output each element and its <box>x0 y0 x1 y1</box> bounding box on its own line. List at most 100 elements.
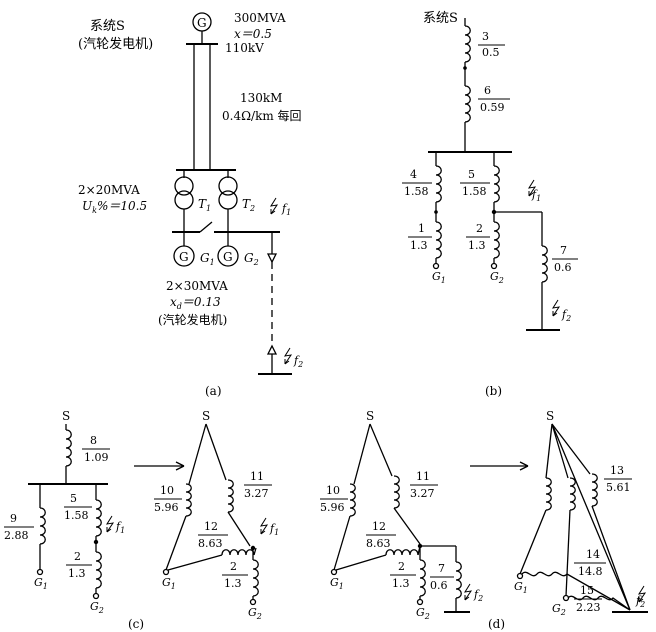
d-right-g2-node <box>562 594 570 602</box>
d-x11-v: 3.27 <box>410 487 435 500</box>
d-x2-n: 2 <box>398 560 405 573</box>
a-t2-label: T2 <box>242 197 255 213</box>
c-caption: (c) <box>128 617 144 631</box>
c-g2-label: G2 <box>90 600 104 615</box>
b-g1-node <box>432 262 440 270</box>
c-x2-v: 1.3 <box>68 567 86 580</box>
b-x6-n: 6 <box>484 84 491 97</box>
d-x10-v: 5.96 <box>320 501 345 514</box>
c-g1-node <box>36 568 44 576</box>
b-g2-node <box>490 262 498 270</box>
d-x15-n: 15 <box>580 584 594 597</box>
d-x15-v: 2.23 <box>576 601 601 614</box>
c-right-x2-n: 2 <box>230 560 237 573</box>
d-right-s-label: S <box>546 409 554 423</box>
a-g2-label: G2 <box>244 251 259 267</box>
d-g2-label: G2 <box>416 606 430 621</box>
a-caption: (a) <box>205 384 222 398</box>
a-bus-voltage: 110kV <box>225 41 264 55</box>
c-right-s-label: S <box>202 409 210 423</box>
d-f2-label: f2 <box>473 588 483 603</box>
a-system-rating: 300MVA <box>234 11 286 25</box>
panel-d: S 10 5.96 11 3.27 G1 12 8.63 2 1.3 G2 7 <box>320 409 648 631</box>
a-gen-rating: 2×30MVA <box>166 279 228 293</box>
c-right-g2-node <box>249 598 257 606</box>
d-right-g1-node <box>516 572 524 580</box>
a-gen-xd: xd＝0.13 <box>170 295 221 311</box>
b-x6-v: 0.59 <box>480 101 505 114</box>
b-x7-v: 0.6 <box>554 261 572 274</box>
d-right-g2-label: G2 <box>552 602 566 617</box>
a-trans-rating: 2×20MVA <box>78 183 140 197</box>
a-line-length: 130kM <box>240 91 282 105</box>
c-right-g1-label: G1 <box>162 576 176 591</box>
d-right-g1-label: G1 <box>514 580 528 595</box>
b-x7-n: 7 <box>560 244 567 257</box>
a-trans-uk: Uk%＝10.5 <box>82 199 147 215</box>
d-x10-n: 10 <box>326 484 340 497</box>
a-t1-label: T1 <box>198 197 211 213</box>
a-system-sub: (汽轮发电机) <box>78 36 153 52</box>
a-f2-label: f2 <box>293 354 303 369</box>
a-g1-icon <box>173 245 195 267</box>
b-x3-v: 0.5 <box>482 46 500 59</box>
a-gen-sub: (汽轮发电机) <box>158 312 227 327</box>
c-right-f1-label: f1 <box>269 522 279 537</box>
d-x13-v: 5.61 <box>606 481 631 494</box>
b-caption: (b) <box>485 384 502 398</box>
d-caption: (d) <box>488 617 505 631</box>
c-x8-v: 1.09 <box>84 451 109 464</box>
c-right-g2-label: G2 <box>248 606 262 621</box>
d-x14-v: 14.8 <box>578 565 603 578</box>
c-x5-n: 5 <box>70 492 77 505</box>
b-x3-n: 3 <box>482 30 489 43</box>
c-x10-v: 5.96 <box>154 501 179 514</box>
b-x5-n: 5 <box>468 168 475 181</box>
svg-text:G: G <box>179 250 189 264</box>
d-g1-label: G1 <box>330 576 344 591</box>
c-right-x2-v: 1.3 <box>224 577 242 590</box>
d-x7-v: 0.6 <box>430 579 448 592</box>
a-g1-label: G1 <box>200 251 215 267</box>
a-system-gen-symbol: G <box>197 16 207 30</box>
c-x10-n: 10 <box>160 484 174 497</box>
b-g1-label: G1 <box>432 270 446 285</box>
c-x12-v: 8.63 <box>198 537 223 550</box>
c-g1-label: G1 <box>34 576 48 591</box>
a-t2-icon <box>218 176 238 196</box>
b-x2-v: 1.3 <box>468 239 486 252</box>
c-x9-n: 9 <box>10 512 17 525</box>
panel-c: S 8 1.09 G1 9 2.88 5 1.58 f1 2 1.3 G2 <box>4 409 279 631</box>
b-f1-label: f1 <box>531 188 541 203</box>
d-x12-v: 8.63 <box>366 537 391 550</box>
d-x2-v: 1.3 <box>392 577 410 590</box>
c-s-label: S <box>62 409 70 423</box>
c-x9-v: 2.88 <box>4 529 29 542</box>
panel-a: 系统S (汽轮发电机) G 300MVA x＝0.5 110kV 130kM 0… <box>78 11 303 398</box>
a-breaker-icon <box>199 221 213 233</box>
d-g2-node <box>416 598 424 606</box>
d-s-label: S <box>366 409 374 423</box>
a-system-x: x＝0.5 <box>234 27 272 41</box>
d-x14-n: 14 <box>586 548 600 561</box>
b-g2-label: G2 <box>490 270 504 285</box>
a-system-name: 系统S <box>90 19 125 34</box>
a-f1-label: f1 <box>281 202 291 217</box>
c-x11-n: 11 <box>250 470 264 483</box>
b-f2-label: f2 <box>561 308 571 323</box>
b-x1-v: 1.3 <box>410 239 428 252</box>
panel-b: 系统S 3 0.5 6 0.59 4 1.58 5 1.58 f1 1 <box>402 11 578 398</box>
a-t1-icon <box>174 176 194 196</box>
a-line-param: 0.4Ω/km 每回 <box>222 108 302 123</box>
b-x2-n: 2 <box>476 222 483 235</box>
c-x11-v: 3.27 <box>244 487 269 500</box>
d-x12-n: 12 <box>372 520 386 533</box>
d-x11-n: 11 <box>416 470 430 483</box>
c-g2-node <box>92 592 100 600</box>
a-g2-icon <box>217 245 239 267</box>
d-x13-n: 13 <box>610 464 624 477</box>
c-right-g1-node <box>162 568 170 576</box>
c-x5-v: 1.58 <box>64 509 89 522</box>
d-right-f2-label: f2 <box>635 594 645 609</box>
